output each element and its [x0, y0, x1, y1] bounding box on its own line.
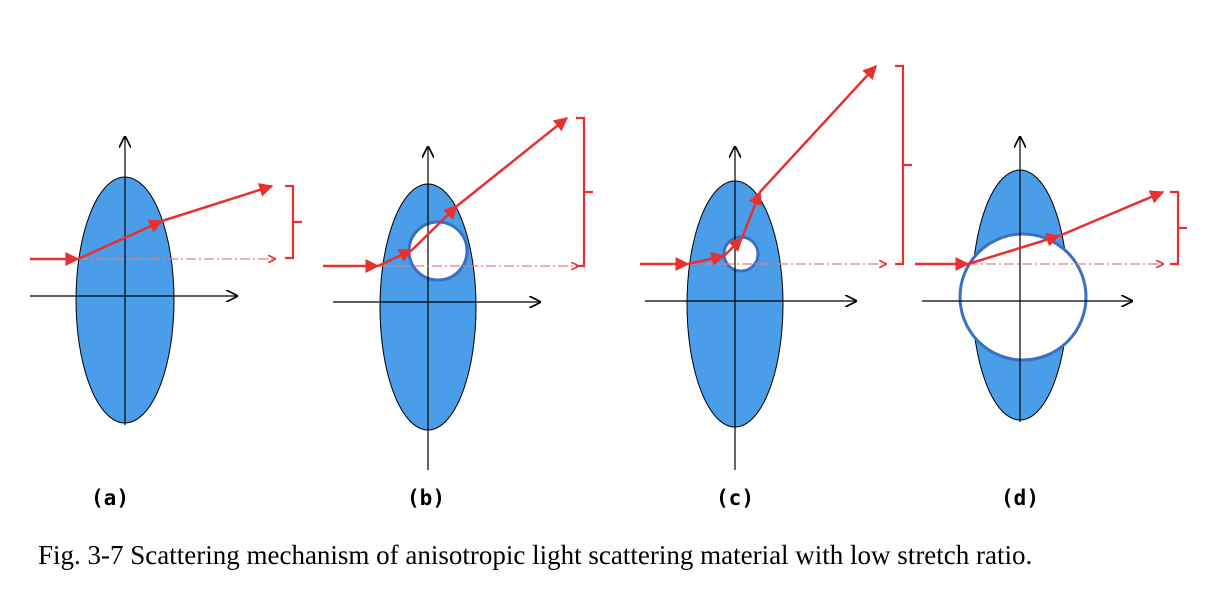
panel-label-d: (d): [1001, 486, 1039, 510]
refracted-ray-2: [723, 237, 743, 257]
refracted-ray-1: [687, 251, 726, 266]
scattered-ray: [161, 183, 274, 223]
void-circle: [722, 235, 760, 273]
panel-a: (a): [30, 137, 302, 510]
angle-bracket: [1170, 190, 1187, 266]
scattering-diagram: (a) (b) (c): [30, 64, 1187, 510]
void-circle: [958, 232, 1088, 362]
panel-d: (d): [915, 137, 1187, 510]
panel-label-a: (a): [91, 486, 129, 510]
scattered-ray: [759, 64, 877, 193]
angle-bracket: [895, 64, 912, 266]
scattered-ray: [1058, 190, 1165, 238]
refracted-ray-1: [377, 248, 414, 268]
angle-bracket: [576, 116, 593, 268]
panel-label-b: (b): [407, 486, 445, 510]
figure-caption: Fig. 3-7 Scattering mechanism of anisotr…: [38, 540, 1033, 570]
angle-bracket: [285, 184, 302, 260]
refracted-ray: [77, 219, 164, 261]
refracted-ray: [967, 233, 1061, 266]
scattered-ray: [456, 117, 569, 207]
panel-label-c: (c): [716, 486, 754, 510]
refracted-ray-2: [411, 205, 459, 251]
void-circle: [407, 220, 469, 282]
refracted-ray-3: [740, 190, 762, 239]
panel-c: (c): [640, 64, 912, 510]
panel-b: (b): [323, 116, 593, 510]
